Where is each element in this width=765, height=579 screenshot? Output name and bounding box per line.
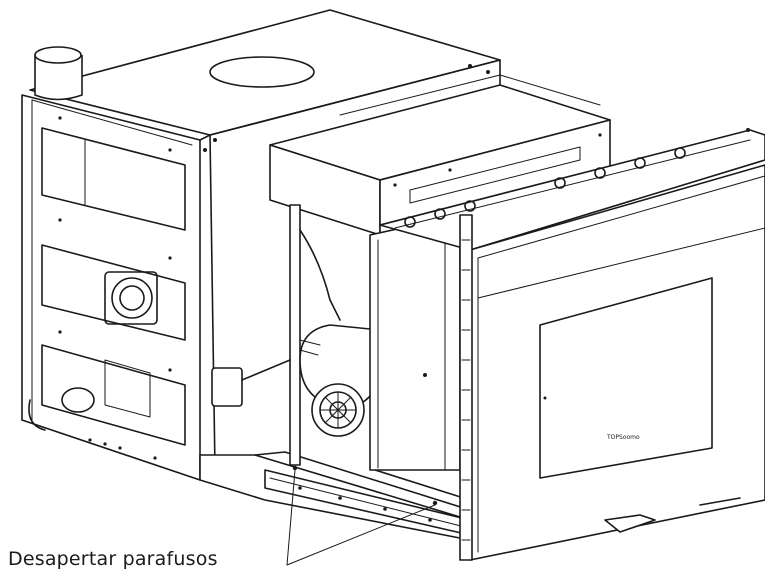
callout-leader xyxy=(286,465,438,566)
combustion-chamber xyxy=(269,74,611,236)
front-door-assembly xyxy=(379,128,765,561)
brand-mark: TOPSoomo xyxy=(607,434,640,441)
callout-label: Desapertar parafusos xyxy=(8,548,218,570)
slide-rails xyxy=(199,451,471,541)
drawer-side-panel xyxy=(369,214,461,471)
stove-body xyxy=(21,9,501,481)
blower-assembly xyxy=(211,204,381,466)
